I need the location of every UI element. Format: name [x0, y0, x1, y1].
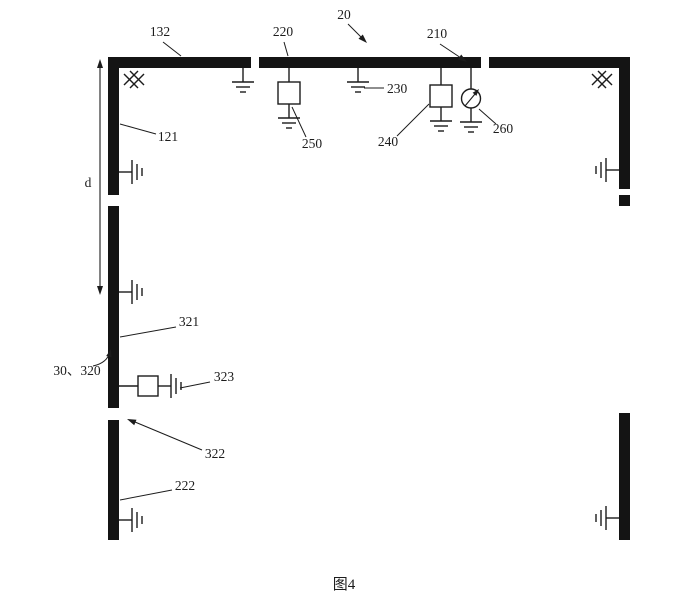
label-220: 220 [273, 24, 294, 39]
component-323-box [137, 375, 159, 397]
label-322: 322 [205, 446, 225, 461]
ground-icon-323 [157, 373, 182, 399]
leader-210 [439, 43, 462, 59]
label-121: 121 [158, 129, 178, 144]
arrowhead-source-260 [472, 89, 479, 96]
leader-220 [283, 41, 289, 57]
right-bar-stub [619, 195, 630, 206]
circuit-symbols [99, 64, 620, 533]
label-250: 250 [302, 136, 323, 151]
label-323: 323 [214, 369, 235, 384]
label-240: 240 [378, 134, 399, 149]
label-222: 222 [175, 478, 195, 493]
arrowhead-210 [457, 54, 467, 62]
ground-icon [429, 106, 453, 132]
label-d: d [85, 175, 92, 190]
top-left-bar [108, 57, 251, 68]
corner-hatch-left-icon [123, 70, 145, 89]
source-260-arrow [464, 93, 476, 107]
top-middle-bar [259, 57, 481, 68]
leader-260 [478, 108, 497, 125]
label-30-320: 30、320 [53, 363, 100, 378]
left-bar-upper [108, 57, 119, 195]
ground-icon [459, 107, 483, 133]
leader-20 [347, 23, 362, 38]
component-240-box [429, 84, 453, 108]
ground-icon-left-3 [118, 507, 143, 533]
leader-322 [134, 421, 203, 451]
leader-240 [396, 103, 430, 137]
arrowhead-d-top [97, 59, 103, 68]
leader-132 [162, 41, 182, 57]
ground-icon-right-1 [595, 157, 620, 183]
ground-icon [231, 67, 255, 93]
arrowhead-20 [358, 34, 367, 43]
top-right-bar [489, 57, 630, 68]
leader-323 [179, 381, 211, 389]
arrowheads [97, 34, 479, 426]
left-bar-lower [108, 420, 119, 540]
ground-icon-right-2 [595, 505, 620, 531]
label-210: 210 [427, 26, 448, 41]
label-321: 321 [179, 314, 199, 329]
label-132: 132 [150, 24, 170, 39]
figure-caption: 图4 [333, 576, 356, 593]
label-230: 230 [387, 81, 408, 96]
leader-222 [119, 489, 173, 501]
reference-labels: 20 132 220 210 230 250 240 260 121 d 321… [53, 7, 513, 593]
corner-hatch-right-icon [591, 70, 613, 89]
component-250-box [277, 81, 301, 105]
arrowhead-322 [127, 419, 137, 426]
ground-icon-left-1 [118, 159, 143, 185]
left-bar-middle [108, 206, 119, 408]
arrowhead-30-320 [106, 349, 112, 358]
arrowhead-d-bottom [97, 286, 103, 295]
label-260: 260 [493, 121, 514, 136]
label-20: 20 [337, 7, 351, 22]
leader-321 [119, 326, 177, 338]
right-bar-upper [619, 57, 630, 189]
ground-icon-left-2 [118, 279, 143, 305]
antenna-bars [108, 57, 630, 540]
leader-121 [119, 123, 157, 135]
right-bar-lower [619, 413, 630, 540]
leader-250 [291, 106, 307, 138]
